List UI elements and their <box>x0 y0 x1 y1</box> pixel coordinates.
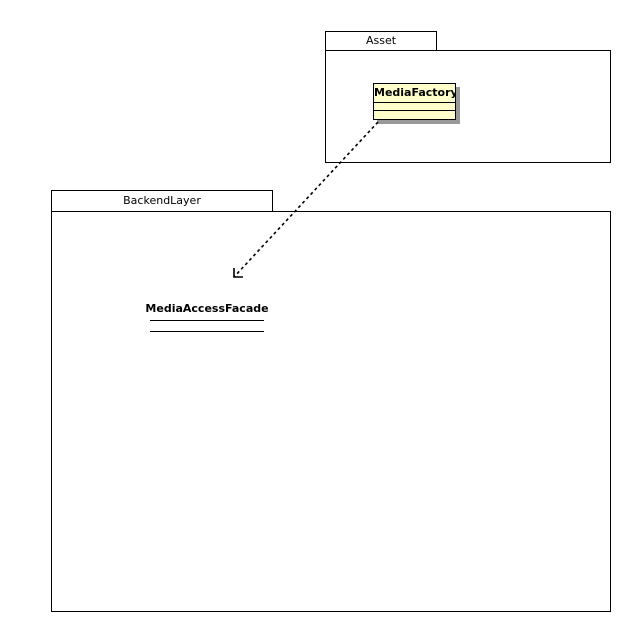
package-asset-body[interactable] <box>325 50 611 163</box>
interface-mediaaccessfacade-rule-1 <box>150 320 264 321</box>
class-mediafactory-name: MediaFactory <box>374 84 455 103</box>
interface-mediaaccessfacade-rule-2 <box>150 331 264 332</box>
package-backendlayer-tab[interactable]: BackendLayer <box>51 190 273 211</box>
package-backendlayer-body[interactable] <box>51 211 611 612</box>
package-asset-tab[interactable]: Asset <box>325 31 437 50</box>
class-mediafactory-attributes <box>374 103 455 111</box>
class-mediafactory-operations <box>374 111 455 119</box>
class-mediafactory[interactable]: MediaFactory <box>373 83 456 120</box>
interface-mediaaccessfacade-label: MediaAccessFacade <box>145 302 269 315</box>
